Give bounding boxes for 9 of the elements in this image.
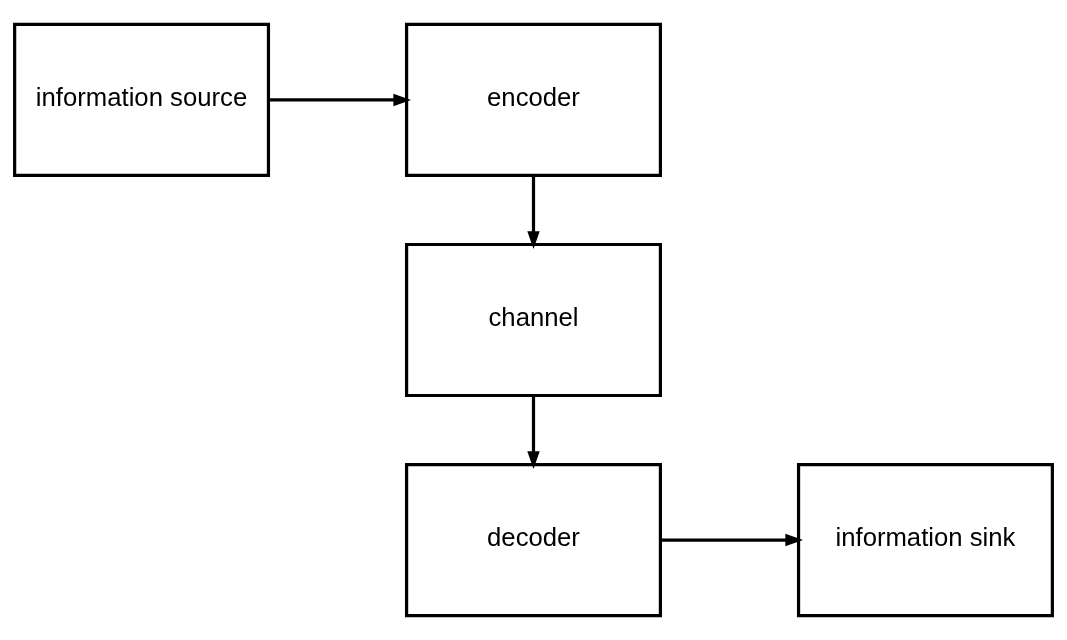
arrow	[527, 175, 540, 249]
arrow	[660, 533, 804, 547]
arrow	[268, 93, 412, 107]
node-box: information source	[13, 22, 271, 178]
node-box: encoder	[405, 22, 662, 178]
node-box: information sink	[796, 462, 1054, 618]
node-box: decoder	[405, 462, 662, 618]
arrow	[527, 395, 540, 470]
node-box: channel	[405, 242, 662, 398]
